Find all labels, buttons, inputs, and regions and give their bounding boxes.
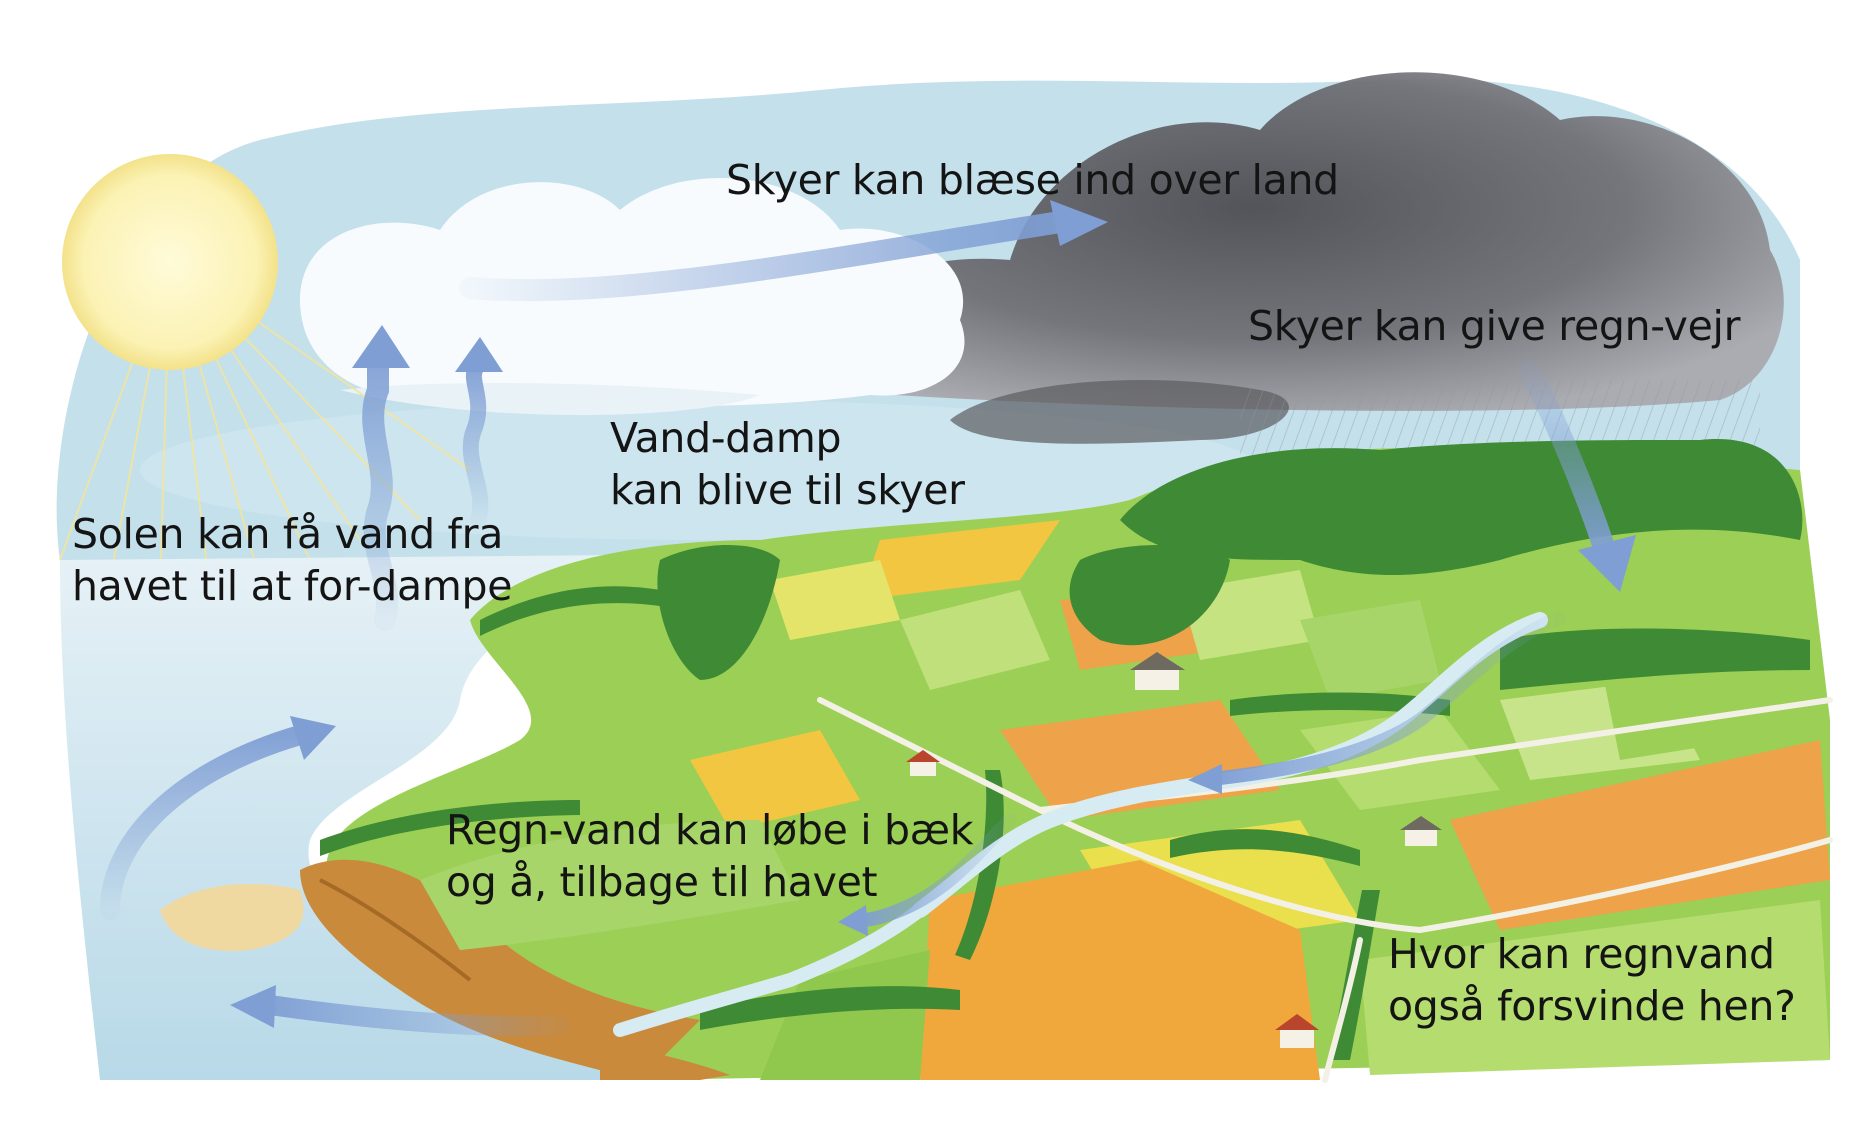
forests	[320, 439, 1810, 1060]
label-vapor-to-clouds: Vand-damp kan blive til skyer	[610, 414, 965, 514]
label-sun-evaporation: Solen kan få vand fra havet til at for-d…	[72, 510, 513, 610]
evaporation-arrow-icon	[352, 325, 503, 631]
label-clouds-rain: Skyer kan give regn-vejr	[1248, 302, 1741, 350]
farmhouse-icon	[906, 652, 1442, 1048]
sea	[60, 555, 620, 1080]
label-clouds-blow: Skyer kan blæse ind over land	[726, 156, 1339, 204]
sun-icon	[59, 154, 471, 591]
label-runoff: Regn-vand kan løbe i bæk og å, tilbage t…	[446, 806, 974, 906]
flow-arrow-icon	[100, 200, 1636, 1036]
label-question: Hvor kan regnvand også forsvinde hen?	[1388, 930, 1796, 1030]
